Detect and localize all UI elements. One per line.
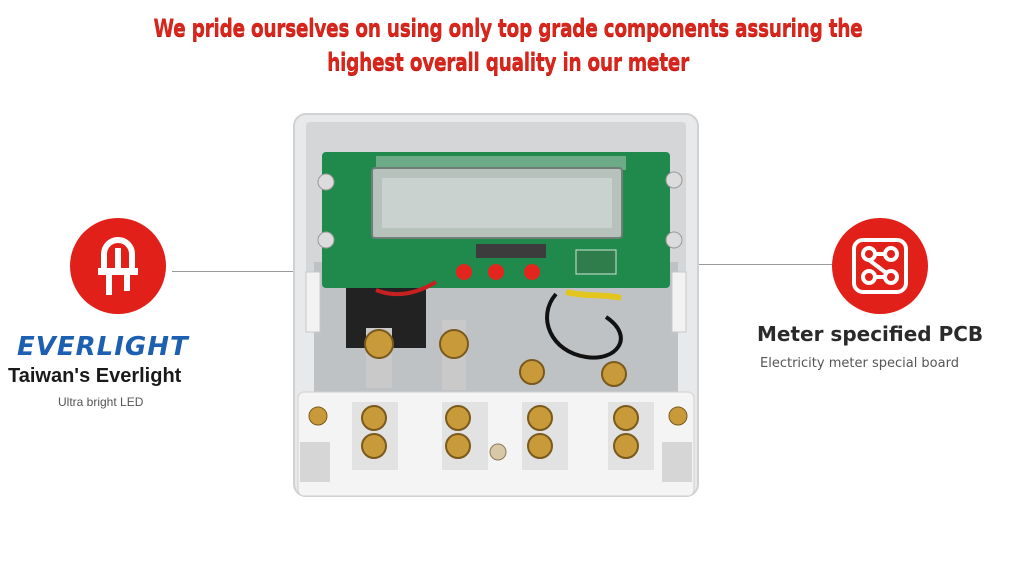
- left-connector-line: [172, 271, 387, 272]
- led-icon: [98, 237, 138, 295]
- left-feature-subtitle: Ultra bright LED: [58, 395, 144, 409]
- everlight-logo: EVERLIGHT: [17, 332, 189, 362]
- right-connector-line: [672, 264, 832, 265]
- headline-line-2: highest overall quality in our meter: [327, 48, 689, 76]
- meter-product-image: [293, 113, 699, 497]
- circuit-board-icon: [852, 238, 908, 294]
- pcb-badge: [832, 218, 928, 314]
- left-feature-title: Taiwan's Everlight: [8, 365, 182, 387]
- headline-line-1: We pride ourselves on using only top gra…: [153, 14, 863, 42]
- led-badge: [70, 218, 166, 314]
- right-feature-subtitle: Electricity meter special board: [760, 356, 959, 371]
- right-feature-title: Meter specified PCB: [757, 322, 984, 346]
